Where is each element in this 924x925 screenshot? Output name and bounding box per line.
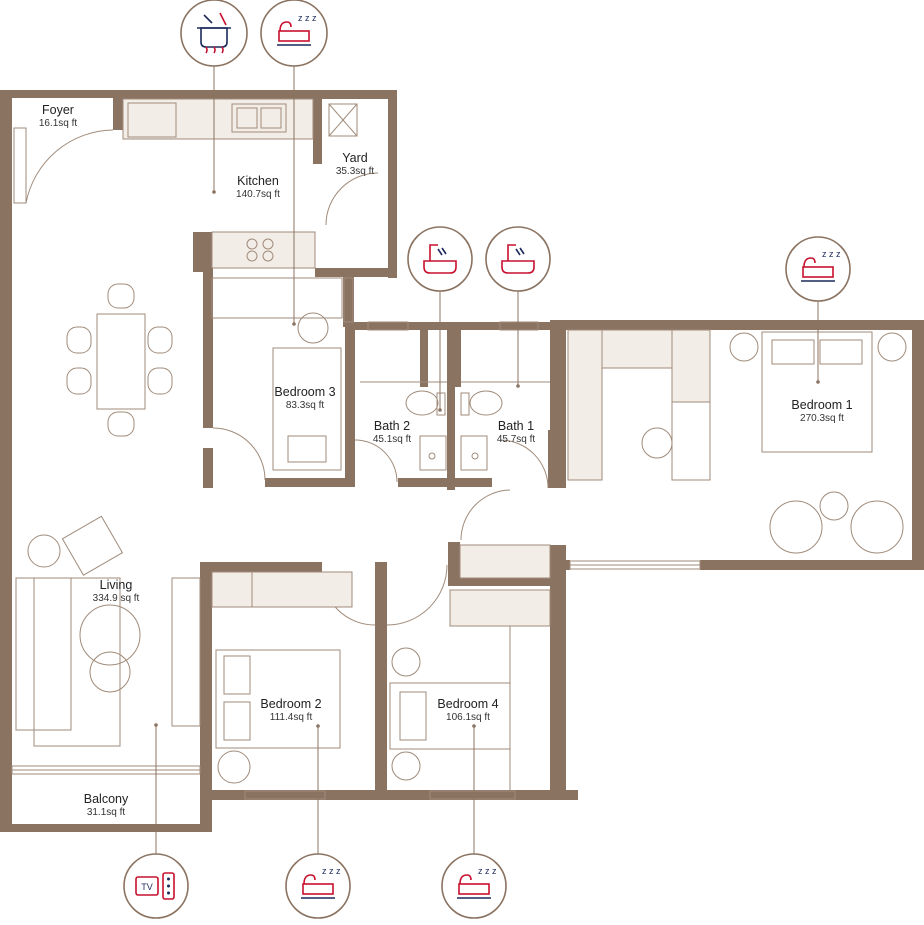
walls [0,90,924,832]
balcony-label: Balcony [84,792,129,806]
living-label: Living [100,578,133,592]
kitchen-area: 140.7sq ft [236,189,280,200]
windows [11,127,701,800]
tv-label: TV [141,882,153,892]
balcony-area: 31.1sq ft [87,807,126,818]
bedroom1-label: Bedroom 1 [791,398,852,412]
yard-area: 35.3sq ft [336,166,375,177]
sleep-label: z z z [478,866,497,876]
bath1-label: Bath 1 [498,419,534,433]
bed-icon: z z z [785,236,851,302]
bedroom4-label: Bedroom 4 [437,697,498,711]
sleep-label: z z z [322,866,341,876]
yard-label: Yard [342,151,368,165]
bedroom3-label: Bedroom 3 [274,385,335,399]
bath2-label: Bath 2 [374,419,410,433]
bath2-area: 45.1sq ft [373,434,412,445]
foyer-label: Foyer [42,103,74,117]
bedroom3-area: 83.3sq ft [286,400,325,411]
bath1-area: 45.7sq ft [497,434,536,445]
bed-icon: z z z [441,853,507,919]
foyer-area: 16.1sq ft [39,118,78,129]
bathtub-icon [407,226,473,292]
cooking-pot-icon [180,0,248,67]
bedroom1-area: 270.3sq ft [800,413,844,424]
room-labels: Foyer 16.1sq ft Kitchen 140.7sq ft Yard … [39,103,853,818]
bedroom2-label: Bedroom 2 [260,697,321,711]
bed-icon: z z z [260,0,328,67]
furniture [15,98,907,790]
leader-lines [154,66,820,854]
bedroom4-area: 106.1sq ft [446,712,490,723]
bed-icon: z z z [285,853,351,919]
tv-remote-icon: TV [123,853,189,919]
living-area: 334.9 sq ft [93,593,140,604]
bedroom2-area: 111.4sq ft [270,712,313,723]
bathtub-icon [485,226,551,292]
kitchen-label: Kitchen [237,174,279,188]
sleep-label: z z z [298,13,317,23]
sleep-label: z z z [822,249,841,259]
